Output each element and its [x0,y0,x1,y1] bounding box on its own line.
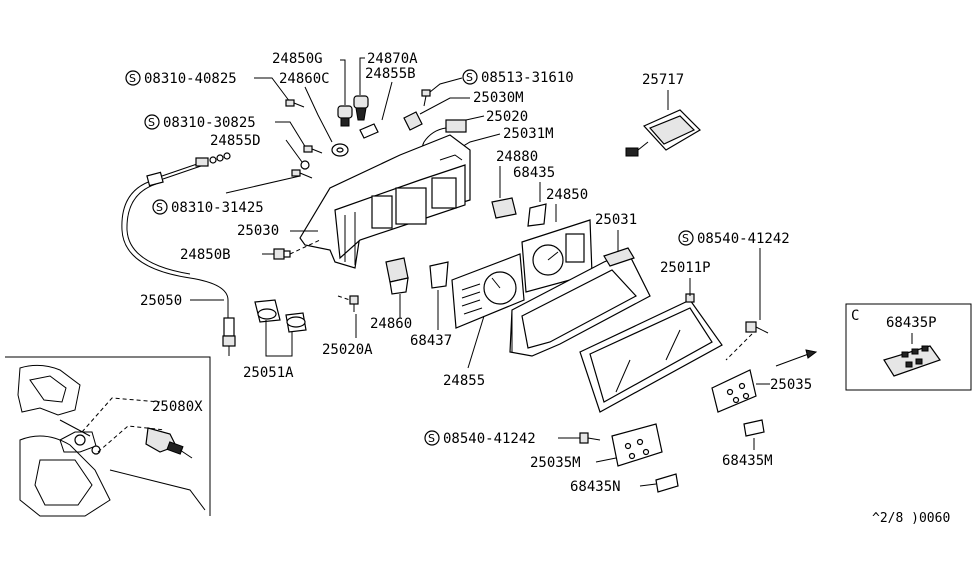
transmission-inset: 25080X [5,356,211,517]
label-25717: 25717 [642,72,684,88]
label-24850B: 24850B [180,247,231,263]
label-24860C: 24860C [279,71,330,87]
label-08513-31610: 08513-31610 [481,70,574,86]
plate-25035 [711,369,757,413]
label-25051A: 25051A [243,365,294,381]
label-24855: 24855 [443,373,485,389]
inset-c: C 68435P [845,303,972,391]
indicator-24880 [491,197,517,219]
label-24850: 24850 [546,187,588,203]
screw-icon [291,169,313,179]
label-68435P: 68435P [886,315,937,331]
meter-panel-24855 [451,253,525,329]
label-24855B: 24855B [365,66,416,82]
label-24860: 24860 [370,316,412,332]
speedometer-cable-icon [121,152,236,356]
inset-frame [5,356,211,516]
bezel-25031 [509,247,651,357]
label-08310-31425: 08310-31425 [171,200,264,216]
switch-24860 [385,257,409,295]
label-24880: 24880 [496,149,538,165]
label-25035M: 25035M [530,455,581,471]
bulb-socket-icon [273,248,291,260]
screw-icon [337,295,359,312]
lens-25011P [579,293,723,413]
label-25011P: 25011P [660,260,711,276]
svg-text:S: S [682,232,689,245]
screw-icon [285,99,305,108]
cable-clamps [254,299,307,357]
speed-sensor-icon [145,427,193,459]
bulb-socket-icon [337,105,353,127]
label-24855D: 24855D [210,133,261,149]
bulb-socket-group: 24850G 24870A 24860C 24855B S 08513-3161… [272,51,574,157]
label-25030M: 25030M [473,90,524,106]
label-25031M: 25031M [503,126,554,142]
gauge-24850 [521,219,593,293]
svg-text:S: S [428,432,435,445]
bulb-socket-icon [353,95,369,121]
cover-68437 [429,261,449,289]
svg-text:S: S [148,116,155,129]
label-25050: 25050 [140,293,182,309]
cluster-housing-25030 [299,134,471,269]
label-08540-41242-a: 08540-41242 [697,231,790,247]
label-25080X: 25080X [152,399,203,415]
label-68435N: 68435N [570,479,621,495]
screw-icon [421,89,431,107]
plate-25035M [611,423,663,467]
screw-icon [303,145,323,154]
cover-68435 [527,203,547,227]
label-24870A: 24870A [367,51,418,67]
label-25030: 25030 [237,223,279,239]
screw-labels-left: S 08310-40825 S 08310-30825 24855D S 083… [125,70,323,216]
label-68435: 68435 [513,165,555,181]
screw-icon [745,321,769,334]
module-25717 [625,109,701,157]
svg-text:S: S [466,71,473,84]
inset-c-frame [845,303,972,391]
label-08310-40825: 08310-40825 [144,71,237,87]
cover-68435M [743,419,765,437]
cover-68435N [655,473,679,493]
label-25020A: 25020A [322,342,373,358]
label-25020: 25020 [486,109,528,125]
label-08540-41242-b: 08540-41242 [443,431,536,447]
label-24850G: 24850G [272,51,323,67]
label-68437: 68437 [410,333,452,349]
label-25035: 25035 [770,377,812,393]
label-08310-30825: 08310-30825 [163,115,256,131]
diagram-code: ^2/8 )0060 [872,511,950,526]
screw-icon [579,432,601,444]
label-68435M: 68435M [722,453,773,469]
svg-text:S: S [156,201,163,214]
label-25031: 25031 [595,212,637,228]
svg-text:S: S [129,72,136,85]
inset-c-letter: C [851,308,859,324]
